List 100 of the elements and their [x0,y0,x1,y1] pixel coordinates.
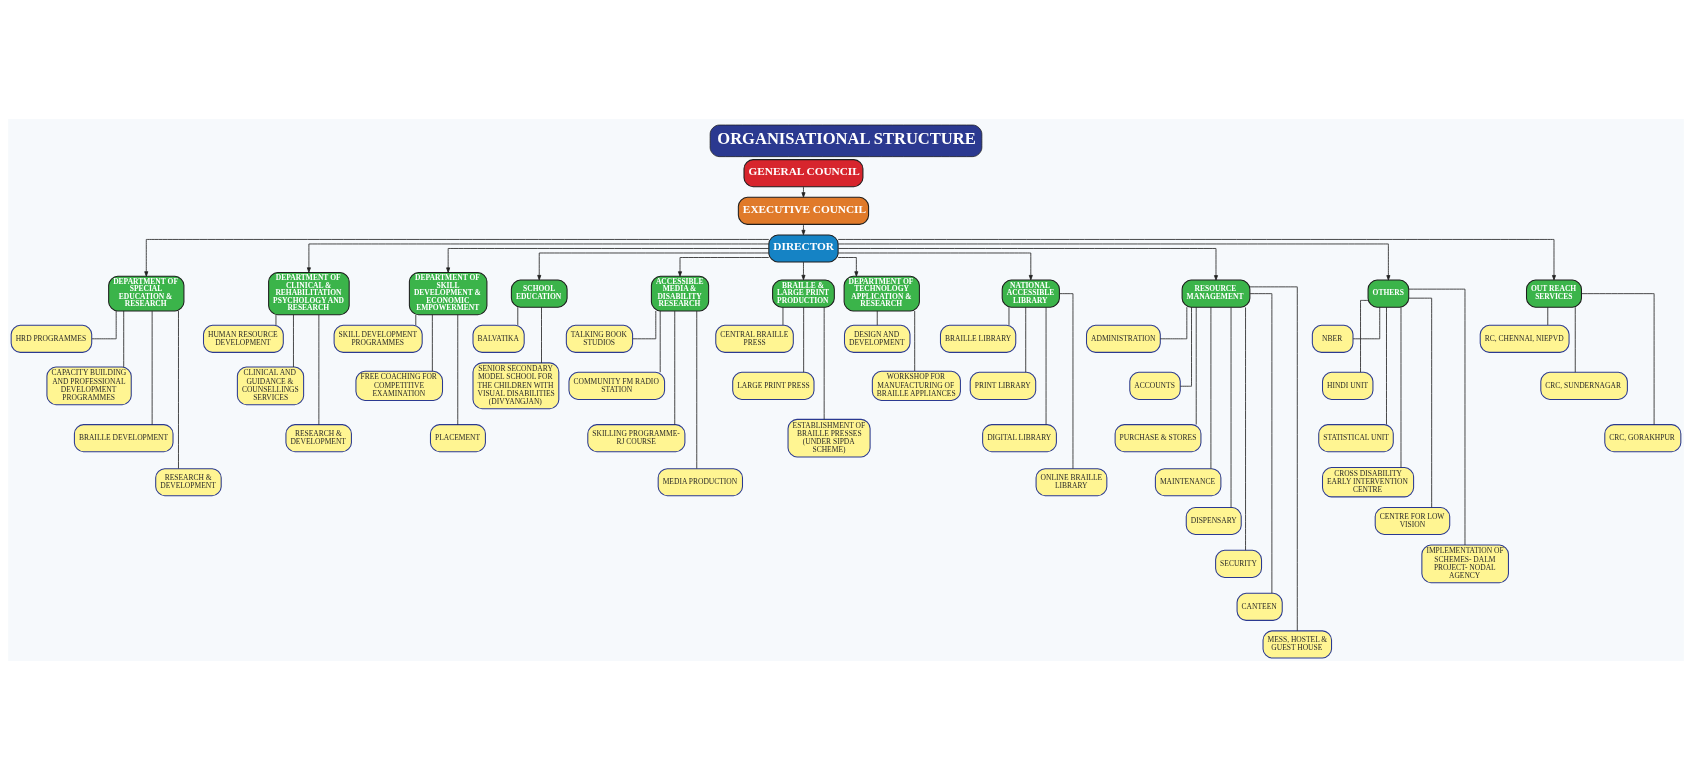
node-box: SECURITY [1215,549,1263,578]
node-box: DIRECTOR [768,233,839,263]
node-box: CLINICAL AND GUIDANCE & COUNSELLINGS SERVICES [236,366,305,405]
connector [1408,288,1466,545]
node-box: CENTRAL BRAILLE PRESS [715,324,794,353]
connector [782,306,784,325]
node-box: CANTEEN [1236,592,1283,621]
connector [1400,306,1402,468]
arrow [446,247,770,273]
connector [1245,306,1246,551]
connector [541,306,542,363]
node-box: HUMAN RESOURCE DEVELOPMENT [202,324,284,353]
arrow [837,243,1391,280]
node-box: CRC, SUNDERNAGAR [1540,371,1628,400]
node-box: TALKING BOOK STUDIOS [565,324,634,353]
node-box: WORKSHOP FOR MANUFACTURING OF BRAILLE APPLIANCES [871,370,961,401]
connector [674,310,676,425]
node-box: DESIGN AND DEVELOPMENT [843,324,911,353]
connector [1059,292,1074,469]
arrow [837,252,1033,280]
connector [1159,306,1188,339]
connector [151,310,153,425]
arrow [678,256,770,277]
node-box: ACCOUNTS [1129,371,1181,400]
node-box: ADMINISTRATION [1086,324,1161,353]
connector [1574,306,1576,373]
node-box: CROSS DISABILITY EARLY INTERVENTION CENTRE [1322,466,1415,497]
node-box: ESTABLISHMENT OF BRAILLE PRESSES (UNDER SIPDA SCHEME) [787,418,871,458]
diagram-title: ORGANISATIONAL STRUCTURE [717,128,976,148]
connector [696,310,698,469]
node-box: BALVATIKA [472,324,525,353]
node-box: CRC, GORAKHPUR [1604,423,1682,452]
node-box: DEPARTMENT OF CLINICAL & REHABILITATION PSYCHOLOGY AND RESEARCH [268,271,350,315]
connector [293,313,294,367]
node-box: NATIONAL ACCESSIBLE LIBRARY [1001,279,1060,308]
arrow [306,243,770,273]
connector [1179,306,1192,387]
connector [517,306,519,325]
connector [123,310,125,367]
arrow [837,247,1218,280]
connector [275,314,277,326]
node-box: LARGE PRINT PRESS [732,371,815,400]
node-box: SENIOR SECONDARY MODEL SCHOOL FOR THE CHILDREN WITH VISUAL DISABILITIES (DIVYANGJAN) [472,361,560,409]
node-box: PRINT LIBRARY [969,371,1037,400]
node-box: SKILL DEVELOPMENT PROGRAMMES [333,324,423,353]
connector [823,306,825,420]
node-box: HINDI UNIT [1322,371,1374,400]
arrow [837,256,859,277]
connector [1547,306,1549,325]
node-box: FREE COACHING FOR COMPETITIVE EXAMINATION [355,370,444,401]
node-box: DEPARTMENT OF TECHNOLOGY APPLICATION & RESEARCH [843,275,920,311]
node-box: BRAILLE DEVELOPMENT [73,423,174,452]
connector [632,310,657,339]
node-box: PURCHASE & STORES [1114,423,1202,452]
connector [1581,292,1655,425]
node-box: ACCESSIBLE MEDIA & DISABILITY RESEARCH [650,275,710,311]
node-box: RESOURCE MANAGEMENT [1181,279,1251,308]
connector [1210,306,1212,469]
node-box: ONLINE BRAILLE LIBRARY [1035,467,1108,496]
connector [1352,306,1381,339]
connector [914,310,916,371]
arrow [801,223,806,235]
connector [876,310,878,325]
node-box: DEPARTMENT OF SKILL DEVELOPMENT & ECONOMIC EMPOWERMENT [408,271,488,315]
node-box: SKILLING PROGRAMME- RJ COURSE [587,423,686,452]
node-box: IMPLEMENTATION OF SCHEMES- DALM PROJECT- NODAL AGENCY [1421,544,1509,583]
node-box: MEDIA PRODUCTION [657,467,743,496]
connector [803,306,805,373]
node-box: MESS, HOSTEL & GUEST HOUSE [1262,629,1333,658]
node-box: BRAILLE LIBRARY [939,324,1017,353]
connector [431,313,433,372]
arrow [144,238,770,277]
node-box: CAPACITY BUILDING AND PROFESSIONAL DEVELOPMENT PROGRAMMES [46,366,132,405]
connector [415,314,417,326]
connector [1360,299,1369,373]
node-box: DISPENSARY [1185,506,1242,535]
node-box: STATISTICAL UNIT [1318,423,1394,452]
connector [1008,306,1010,325]
connector [1408,297,1433,508]
arrow [801,261,806,280]
node-box: RESEARCH & DEVELOPMENT [285,423,352,452]
node-box: RESEARCH & DEVELOPMENT [155,467,222,496]
node-box: COMMUNITY FM RADIO STATION [568,371,666,400]
node-box: BRAILLE & LARGE PRINT PRODUCTION [772,279,835,308]
connector [1230,306,1232,508]
connector [457,314,459,425]
node-box: PLACEMENT [429,423,486,452]
node-box: SCHOOL EDUCATION [510,279,568,308]
node-box: CENTRE FOR LOW VISION [1374,506,1451,535]
connector [1386,306,1387,425]
connector [1025,306,1027,373]
connector [1045,306,1047,425]
connector [1195,306,1197,425]
node-box: OTHERS [1367,279,1410,308]
node-box: MAINTENANCE [1154,467,1222,496]
connector [659,310,661,373]
arrow [801,185,806,198]
node-box: OUT REACH SERVICES [1526,279,1582,308]
node-box: HRD PROGRAMMES [10,324,93,353]
arrow [537,252,770,280]
